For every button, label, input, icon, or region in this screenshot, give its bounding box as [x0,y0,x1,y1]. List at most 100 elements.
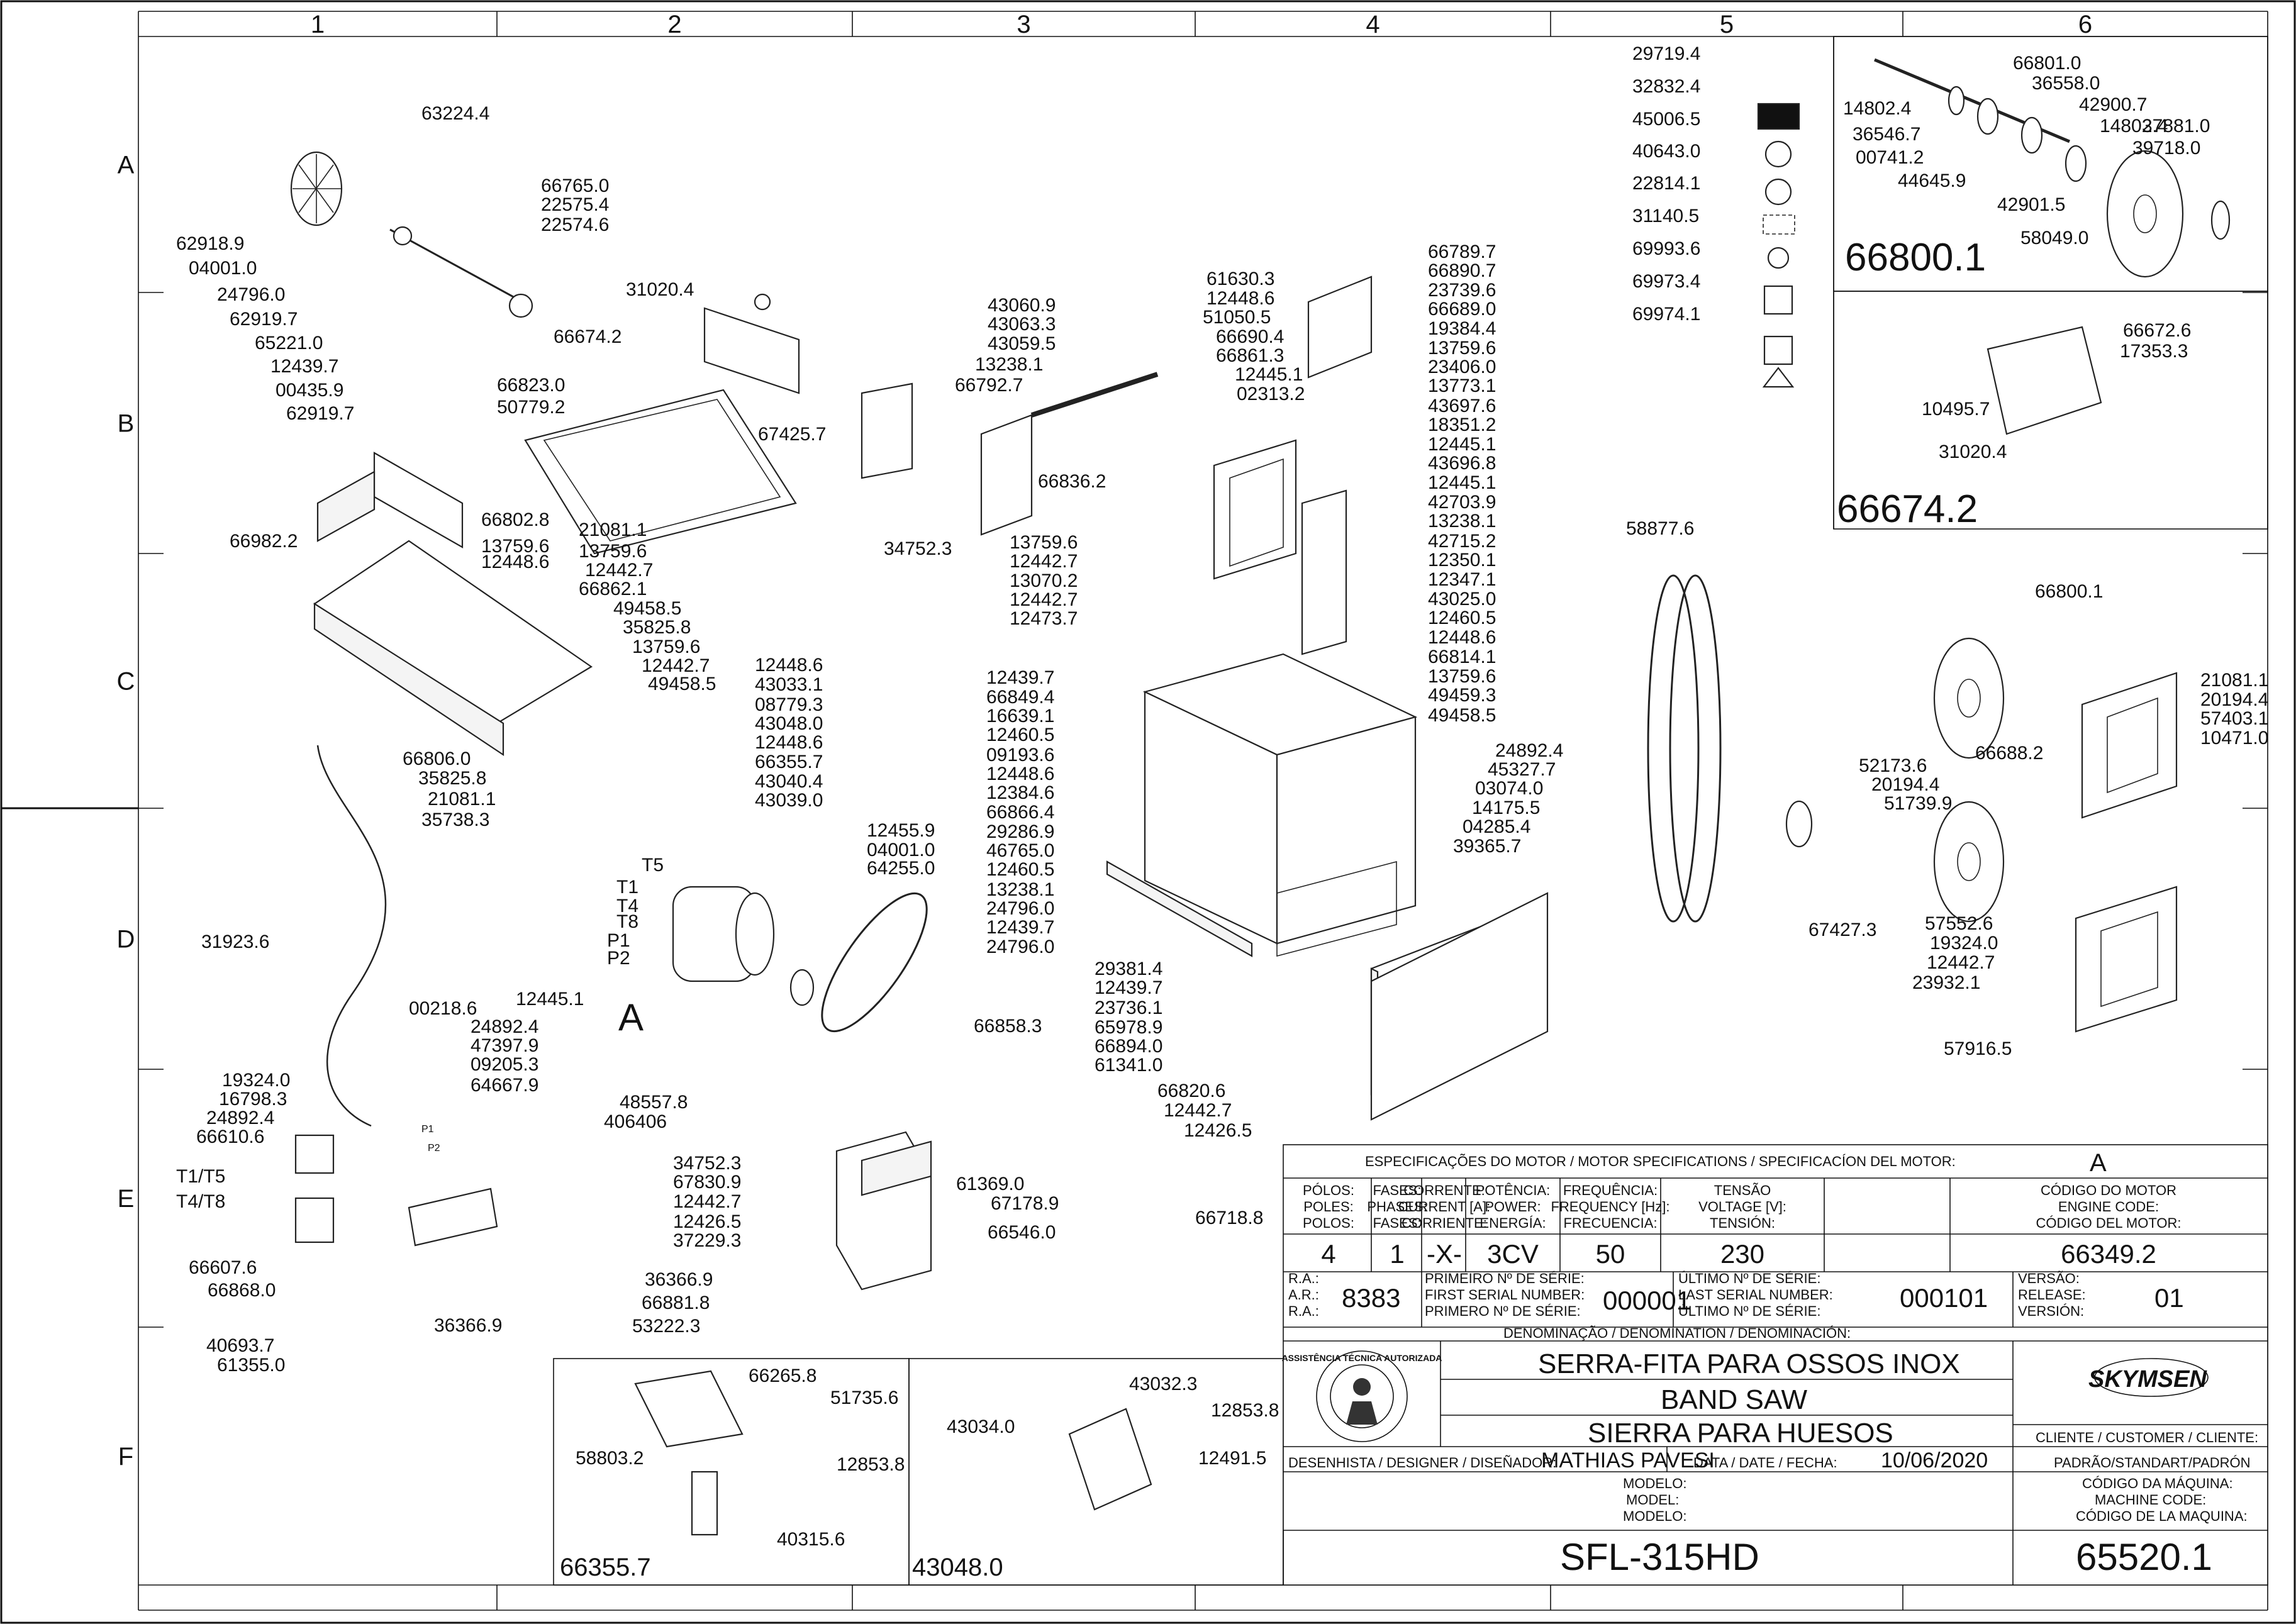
part-number-label: 58803.2 [576,1448,644,1469]
motor-spec-value: A [2090,1149,2107,1177]
part-number-label: 20194.4 [2200,689,2268,710]
spec-label: TENSIÓN: [1710,1215,1775,1231]
part-number-label: 04001.0 [189,258,257,279]
part-number-label: 21081.1 [579,520,647,540]
part-number-label: 12455.9 [867,820,935,841]
part-number-label: 12442.7 [673,1191,741,1212]
part-number-label: 43039.0 [755,790,823,811]
part-number-label: 14802.4 [1843,98,1911,119]
spec-label: CÓDIGO DO MOTOR [2041,1182,2176,1198]
part-number-label: 03074.0 [1475,778,1543,799]
part-number-label: 66894.0 [1095,1036,1162,1057]
part-number-label: 13759.6 [1428,338,1496,359]
part-number-label: 29719.4 [1632,43,1700,64]
grid-row-F: F [118,1443,133,1471]
part-number-label: 66607.6 [189,1257,257,1278]
part-number-label: 66849.4 [986,687,1054,708]
grid-column-5: 5 [1720,11,1734,38]
part-number-label: 13759.6 [481,536,549,557]
model-label-1: MODELO: [1623,1476,1686,1491]
part-number-label: 31923.6 [201,932,269,952]
part-number-label: 67178.9 [991,1193,1059,1214]
ra-label-3: R.A.: [1288,1303,1319,1319]
spec-value: 50 [1596,1239,1625,1269]
machine-name-en: BAND SAW [1661,1384,1808,1415]
part-number-label: 61630.3 [1207,269,1274,289]
part-number-label: 406406 [604,1111,667,1132]
part-number-label: 13773.1 [1428,375,1496,396]
first-serial-value: 000001 [1603,1286,1691,1315]
part-number-label: 61355.0 [217,1355,285,1376]
denomination-label: DENOMINAÇÃO / DENOMINATION / DENOMINACIÓ… [1503,1325,1851,1341]
drive-wheel-part [2106,150,2184,278]
ra-label-1: R.A.: [1288,1271,1319,1286]
motor-spec-header: ESPECIFICAÇÕES DO MOTOR / MOTOR SPECIFIC… [1365,1154,1956,1169]
spec-value: -X- [1427,1239,1462,1269]
part-number-label: 21081.1 [428,789,496,809]
part-number-label: 12442.7 [1010,551,1078,572]
part-number-label: 57552.6 [1925,913,1993,934]
part-number-label: 44645.9 [1898,170,1966,191]
part-number-label: 19324.0 [222,1070,290,1091]
part-number-label: 49458.5 [648,674,716,694]
part-number-label: 12448.6 [986,764,1054,784]
assembly-label-66800: 66800.1 [1845,236,1986,279]
model-label-2: MODEL: [1626,1492,1679,1508]
part-number-label: 12439.7 [986,917,1054,938]
part-number-label: 12439.7 [1095,977,1162,998]
wire-label: T4 [616,896,638,916]
bracket-part [634,1370,744,1448]
ra-label-2: A.R.: [1288,1287,1319,1303]
part-number-label: 12448.6 [755,655,823,676]
grid-row-C: C [117,668,135,696]
ra-value: 8383 [1342,1283,1400,1313]
grid-column-1: 1 [311,11,325,38]
part-number-label: 43040.4 [755,771,823,792]
spec-label: FRECUENCIA: [1563,1215,1657,1231]
part-number-label: 12445.1 [1428,472,1496,493]
part-number-label: 45327.7 [1488,759,1556,780]
part-number-label: 62918.9 [176,233,244,254]
part-number-label: 66355.7 [755,752,823,772]
wire-label: P1 [607,930,630,951]
part-number-label: 12853.8 [1211,1400,1279,1421]
part-number-label: 40643.0 [1632,141,1700,162]
part-number-label: 36366.9 [645,1269,713,1290]
part-number-label: 12439.7 [986,667,1054,688]
spec-label: FASES: [1373,1182,1421,1198]
part-number-label: 36366.9 [434,1315,502,1336]
part-number-label: 51050.5 [1203,307,1271,328]
part-number-label: 16798.3 [219,1089,287,1110]
part-number-label: 66820.6 [1157,1081,1225,1101]
brand-logo-text: SKYMSEN [2088,1366,2207,1393]
part-number-label: 66858.3 [974,1016,1042,1037]
part-number-label: 66674.2 [554,326,621,347]
part-number-label: 12445.1 [516,989,584,1009]
part-number-label: 49458.5 [1428,705,1496,726]
part-number-label: 48557.8 [620,1092,688,1113]
part-number-label: 65978.9 [1095,1017,1162,1038]
right-frame-part [2081,672,2178,819]
part-number-label: 12384.6 [986,782,1054,803]
lower-wheel-part [1933,801,2005,923]
spec-label: FASES: [1373,1215,1421,1231]
part-number-label: 67427.3 [1808,920,1876,940]
version-label-1: VERSÃO: [2018,1271,2080,1286]
machine-name-es: SIERRA PARA HUESOS [1588,1418,1893,1449]
spec-label: ENGINE CODE: [2058,1199,2159,1215]
part-number-label: 66866.4 [986,802,1054,823]
designer-value: MATHIAS PAVESI [1541,1449,1715,1472]
part-number-label: 43033.1 [755,674,823,695]
spec-label: CORRENTE: [1403,1182,1485,1198]
part-number-label: 69973.4 [1632,271,1700,292]
part-number-label: 12491.5 [1198,1448,1266,1469]
first-serial-label-2: FIRST SERIAL NUMBER: [1425,1287,1585,1303]
part-number-label: 14802.4 [2100,116,2168,136]
part-number-label: 17353.3 [2120,341,2188,362]
top-guard-part [703,307,800,394]
part-number-label: 12347.1 [1428,569,1496,590]
part-number-label: 12426.5 [1184,1120,1252,1141]
part-number-label: 61369.0 [956,1174,1024,1194]
part-number-label: 21081.1 [2200,670,2268,691]
